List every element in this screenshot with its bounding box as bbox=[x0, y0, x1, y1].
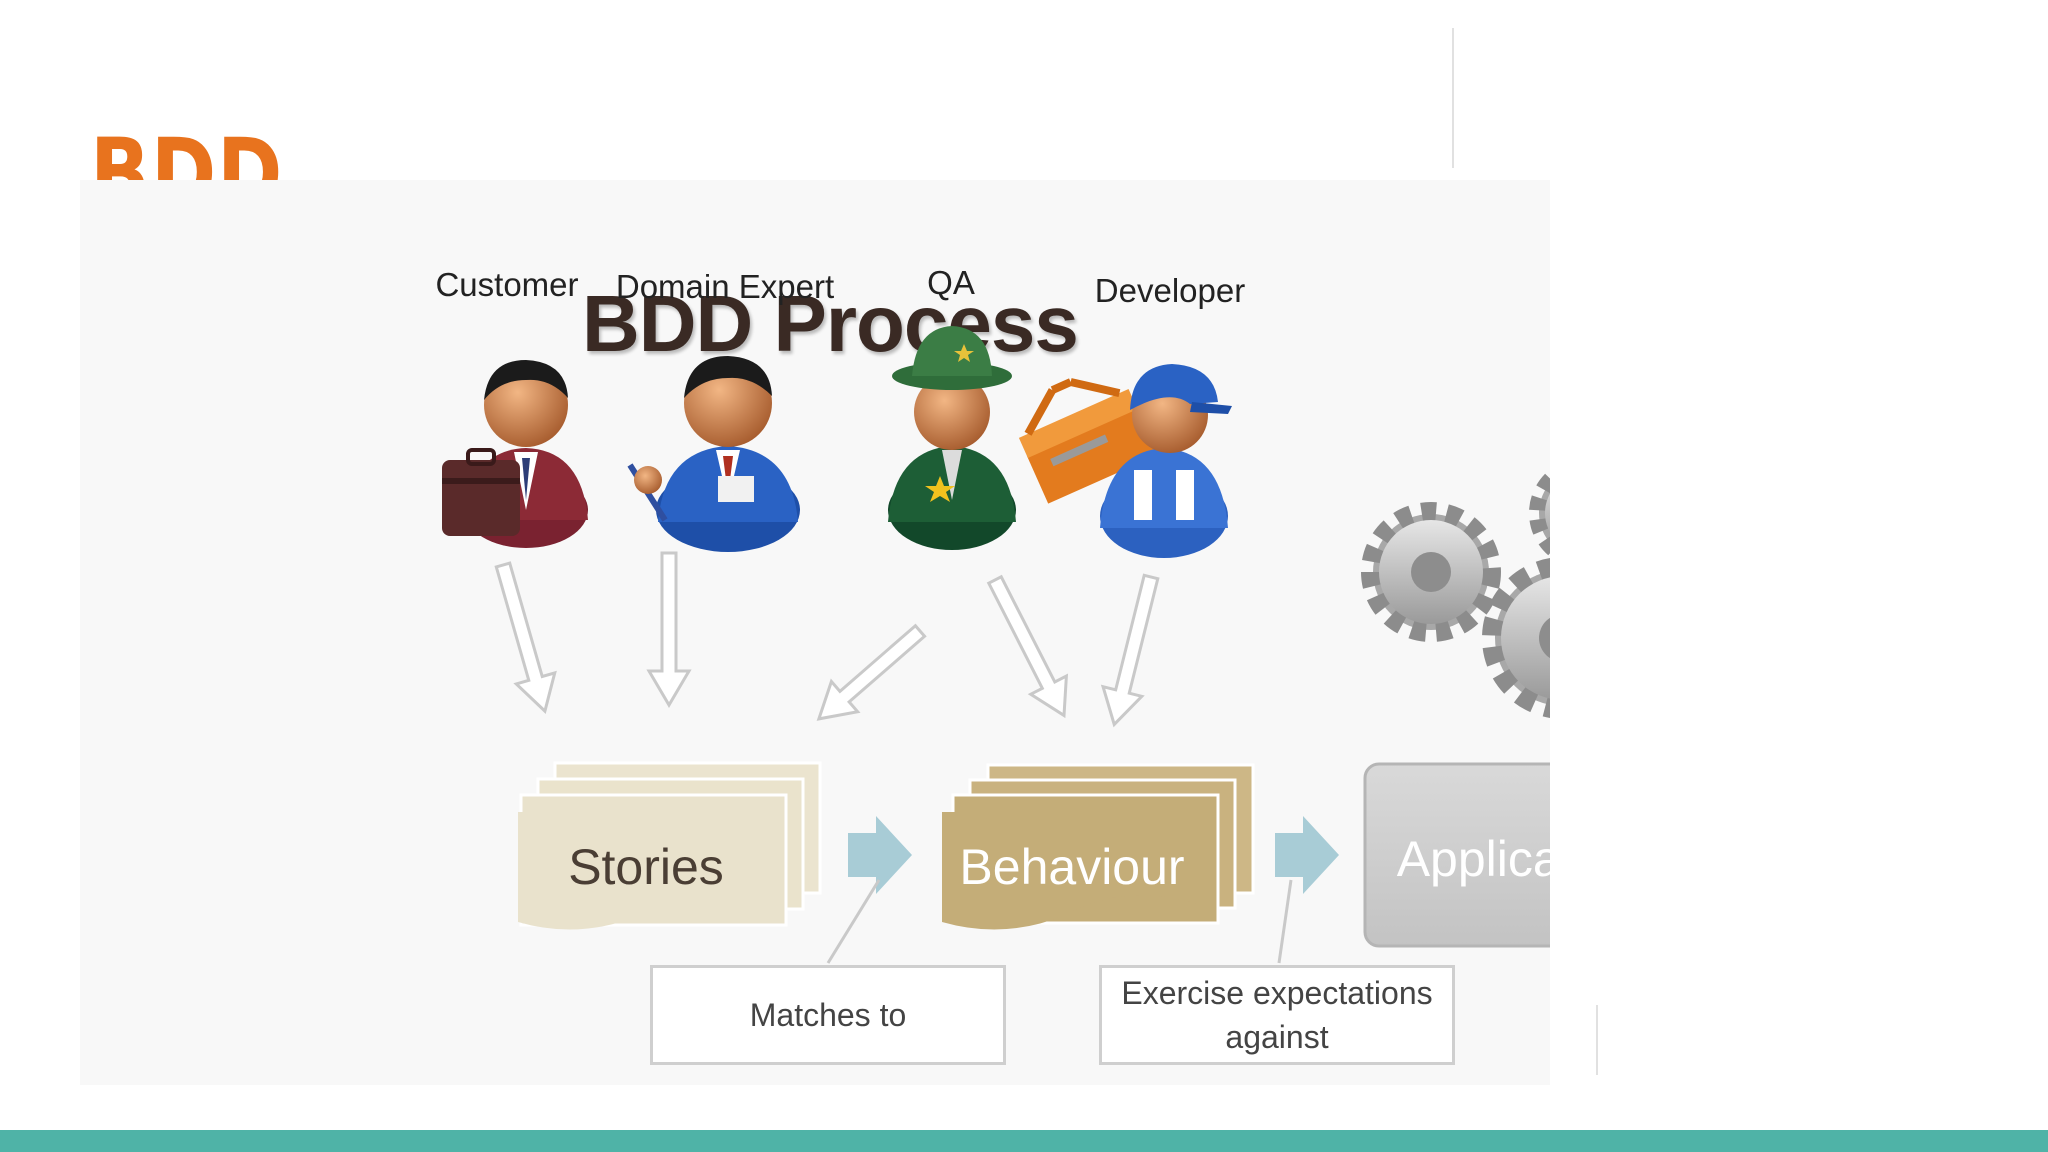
note-exercise-line2: against bbox=[1225, 1019, 1329, 1055]
bdd-process-figure: BDD Process Customer Domain Expert QA De… bbox=[80, 180, 1641, 1085]
arrow-domain-expert bbox=[646, 551, 692, 708]
application-label: Application bbox=[1396, 831, 1642, 887]
bottom-accent-bar bbox=[0, 1130, 2048, 1152]
gears-icon bbox=[1361, 469, 1550, 718]
callout-line-exercise bbox=[1277, 879, 1293, 964]
application-box bbox=[1363, 762, 1550, 948]
role-label-domain-expert: Domain Expert bbox=[615, 268, 835, 305]
arrow-customer bbox=[494, 561, 557, 714]
arrow-developer-1 bbox=[986, 574, 1069, 719]
arrow-stories-to-behaviour bbox=[848, 816, 912, 894]
behaviour-label: Behaviour bbox=[959, 839, 1185, 895]
input-arrows bbox=[494, 551, 1160, 728]
role-label-customer: Customer bbox=[435, 266, 579, 303]
callout-line-matches bbox=[826, 879, 881, 964]
stories-label: Stories bbox=[568, 839, 724, 895]
domain-expert-icon bbox=[627, 356, 800, 552]
divider-line bbox=[1596, 1005, 1598, 1075]
arrow-behaviour-to-application bbox=[1275, 816, 1339, 894]
businessman-icon bbox=[442, 360, 588, 548]
arrow-qa bbox=[816, 623, 927, 721]
developer-icon bbox=[1018, 364, 1232, 558]
stories-stack bbox=[518, 761, 822, 930]
note-exercise-expectations: Exercise expectations against bbox=[1099, 965, 1455, 1065]
role-label-qa: QA bbox=[927, 264, 975, 301]
note-exercise-line1: Exercise expectations bbox=[1121, 975, 1433, 1011]
note-matches-to: Matches to bbox=[650, 965, 1006, 1065]
figure-title: BDD Process bbox=[582, 279, 1079, 368]
role-label-developer: Developer bbox=[1094, 272, 1246, 309]
arrow-developer-2 bbox=[1100, 573, 1160, 728]
qa-inspector-icon bbox=[888, 326, 1016, 550]
divider-line bbox=[1452, 28, 1454, 168]
note-matches-text: Matches to bbox=[749, 997, 907, 1033]
behaviour-stack bbox=[942, 763, 1255, 930]
diagram-graphics bbox=[442, 326, 1550, 964]
